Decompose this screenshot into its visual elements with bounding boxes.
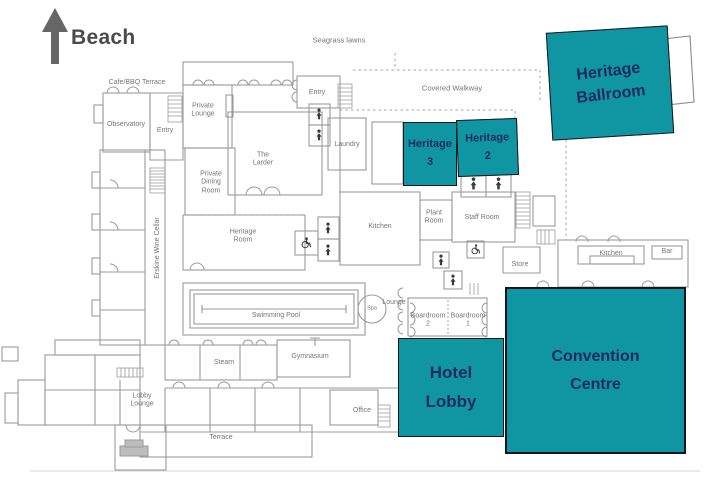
highlight-hotel-lobby-label: Hotel Lobby (425, 363, 477, 411)
highlight-convention-centre[interactable]: Convention Centre (505, 287, 686, 454)
restroom-person-icon (316, 108, 322, 120)
covered-walkway-path (205, 53, 567, 336)
stairs (116, 83, 556, 428)
restroom-person-icon (450, 274, 456, 286)
wheelchair-icon (301, 237, 312, 249)
highlight-heritage-3-label: Heritage 3 (407, 138, 453, 168)
restroom-person-icon (495, 177, 502, 190)
door-arcs (106, 79, 655, 433)
highlight-heritage-ballroom[interactable]: Heritage Ballroom (545, 25, 675, 141)
restroom-person-icon (316, 129, 322, 141)
highlight-hotel-lobby[interactable]: Hotel Lobby (398, 338, 504, 437)
highlight-convention-centre-label: Convention Centre (551, 348, 640, 393)
highlight-heritage-3[interactable]: Heritage 3 (403, 122, 457, 186)
beach-label: Beach (71, 26, 136, 49)
restroom-person-icon (325, 222, 331, 234)
restroom-person-icon (438, 254, 444, 266)
highlight-heritage-ballroom-label: Heritage Ballroom (575, 59, 647, 107)
restroom-person-icon (325, 244, 331, 256)
restroom-person-icon (470, 177, 477, 190)
highlight-heritage-2-label: Heritage 2 (464, 131, 510, 162)
terrace-steps (119, 439, 149, 457)
highlight-heritage-2[interactable]: Heritage 2 (456, 117, 519, 178)
beach-arrow-icon (42, 8, 68, 64)
wheelchair-icon (471, 244, 481, 255)
